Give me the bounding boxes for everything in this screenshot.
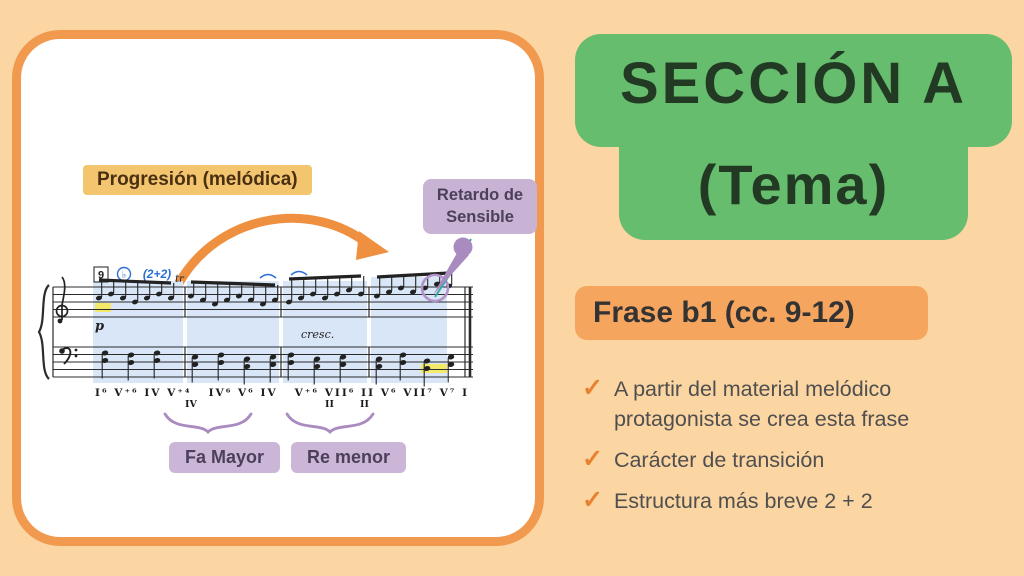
numeral-sub-3: II <box>360 399 369 410</box>
staff-system <box>37 284 473 380</box>
check-icon: ✓ <box>582 486 603 515</box>
check-icon: ✓ <box>582 445 603 474</box>
blue-slur-marks <box>259 270 308 279</box>
section-title-box-bottom <box>619 116 968 240</box>
label-retardo: Retardo de Sensible <box>423 179 537 234</box>
bullet-item: ✓ Carácter de transición <box>582 445 977 475</box>
label-fa-mayor: Fa Mayor <box>169 442 281 473</box>
roman-numerals: I⁶ V⁺⁶ IV V⁺⁴ IV⁶ V⁶ IV V⁺⁶ VII⁶ II V⁶ V… <box>95 387 467 410</box>
dynamic-p: p <box>95 319 104 334</box>
section-title-line1: SECCIÓN A <box>619 51 968 116</box>
cresc-text: cresc. <box>301 328 334 341</box>
section-title-line2: (Tema) <box>697 153 890 216</box>
label-retardo-line2: Sensible <box>446 208 514 227</box>
trill-mark: tr <box>175 274 185 285</box>
music-score: 9 ♭ (2+2) tr p cresc. I⁶ V⁺⁶ IV V⁺⁴ IV⁶ … <box>37 266 473 410</box>
label-progresion: Progresión (melódica) <box>83 165 312 195</box>
treble-clef-icon <box>55 276 69 324</box>
brace-re-menor-icon <box>285 412 375 435</box>
blue-annotations: 9 ♭ (2+2) <box>93 266 308 283</box>
check-icon: ✓ <box>582 374 603 402</box>
score-texts: tr p cresc. <box>95 274 334 341</box>
measure-number: 9 <box>98 270 104 282</box>
flat-sign: ♭ <box>122 270 127 281</box>
numeral-sub-2: II <box>325 399 334 410</box>
bass-clef-icon <box>59 347 78 365</box>
label-re-menor: Re menor <box>291 442 407 473</box>
bullet-text: Carácter de transición <box>613 448 825 473</box>
brace-fa-mayor-icon <box>163 412 253 435</box>
score-card: Progresión (melódica) Retardo de Sensibl… <box>12 30 544 546</box>
numeral-sub-1: IV <box>185 399 197 410</box>
bullet-list: ✓ A partir del material melódico protago… <box>582 374 977 527</box>
bullet-item: ✓ Estructura más breve 2 + 2 <box>582 486 977 516</box>
bullet-item: ✓ A partir del material melódico protago… <box>582 374 977 434</box>
bullet-text: A partir del material melódico protagoni… <box>613 377 910 432</box>
retardo-circle-annotation <box>420 273 450 303</box>
bullet-text: Estructura más breve 2 + 2 <box>613 489 873 514</box>
label-retardo-line1: Retardo de <box>436 186 524 204</box>
phrase-label: Frase b1 (cc. 9-12) <box>575 286 928 340</box>
numerals-row: I⁶ V⁺⁶ IV V⁺⁴ IV⁶ V⁶ IV V⁺⁶ VII⁶ II V⁶ V… <box>95 387 467 399</box>
curved-arrow-icon <box>174 213 389 288</box>
retardo-arrow-icon <box>433 237 473 298</box>
annotation-2-plus-2: (2+2) <box>143 267 171 281</box>
